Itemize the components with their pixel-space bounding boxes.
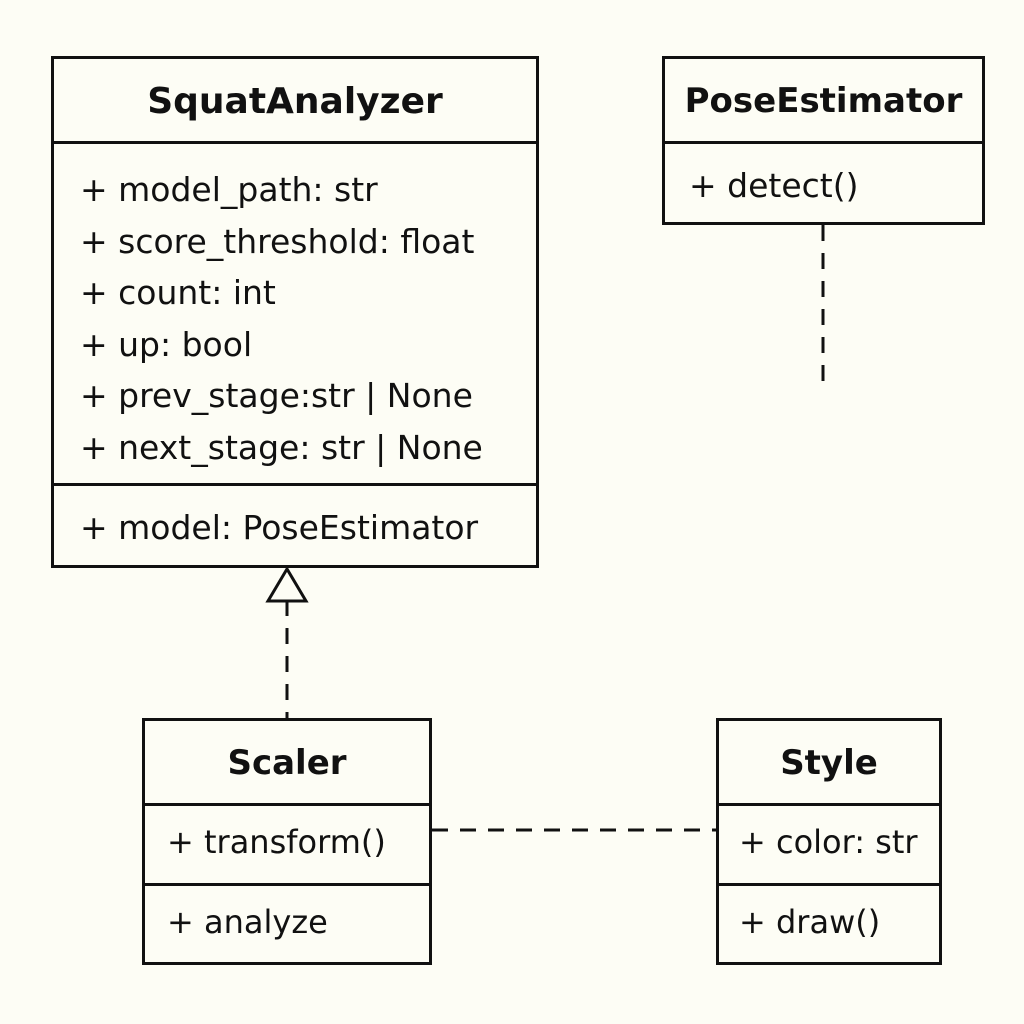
operations-section: + draw() [719,886,939,946]
class-squat-analyzer[interactable]: SquatAnalyzer + model_path: str + score_… [51,56,539,568]
attributes-section: + model_path: str + score_threshold: flo… [54,144,536,486]
operation: + draw() [739,903,881,941]
attribute: + color: str [739,823,918,861]
attributes-section: + transform() [145,806,429,886]
class-name: SquatAnalyzer [54,59,536,144]
class-name: PoseEstimator [665,59,982,144]
class-scaler[interactable]: Scaler + transform() + analyze [142,718,432,965]
attributes-section: + color: str [719,806,939,886]
attribute: + next_stage: str | None [80,427,483,467]
operation: + analyze [167,903,328,941]
attribute: + count: int [80,273,276,312]
class-name: Scaler [145,721,429,806]
attribute: + transform() [167,823,386,861]
operation: + model: PoseEstimator [80,508,479,547]
attribute: + up: bool [80,324,253,364]
class-name: Style [719,721,939,806]
operations-section: + detect() [665,144,982,210]
operation: + detect() [689,166,859,205]
realization-arrowhead [265,566,309,603]
operations-section: + analyze [145,886,429,946]
attribute: + prev_stage:str | None [80,376,473,415]
attribute: + score_threshold: float [80,221,475,261]
attribute: + model_path: str [80,170,378,209]
class-pose-estimator[interactable]: PoseEstimator + detect() [662,56,985,225]
class-style[interactable]: Style + color: str + draw() [716,718,942,965]
operations-section: + model: PoseEstimator [54,486,536,552]
